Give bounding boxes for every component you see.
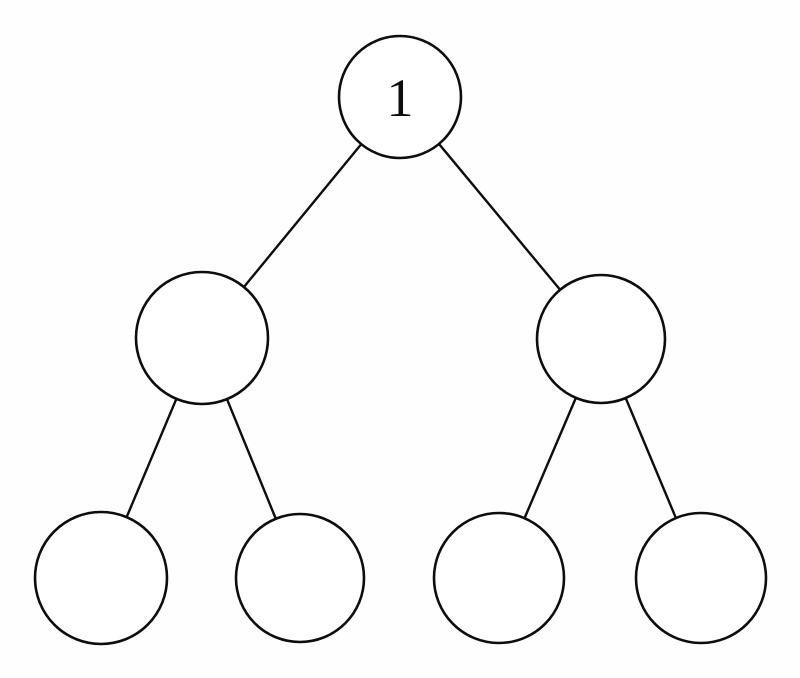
tree-node[interactable] (33, 510, 169, 646)
tree-node[interactable] (535, 273, 667, 405)
tree-edge (242, 143, 363, 288)
tree-node-circle[interactable] (535, 273, 667, 405)
tree-node-label: 1 (387, 68, 414, 128)
tree-node-circle[interactable] (337, 34, 463, 160)
tree-node[interactable] (432, 511, 566, 645)
tree-edge (523, 397, 577, 519)
tree-edge (624, 397, 678, 519)
tree-node[interactable]: 1 (337, 34, 463, 160)
tree-node-circle[interactable] (432, 511, 566, 645)
tree-node-circle[interactable] (134, 270, 270, 406)
tree-node-circle[interactable] (234, 512, 366, 644)
tree-node[interactable] (634, 511, 768, 645)
tree-node[interactable] (134, 270, 270, 406)
tree-node-circle[interactable] (634, 511, 768, 645)
tree-edge (125, 398, 178, 518)
edge-layer (125, 143, 678, 520)
tree-edge (438, 143, 562, 291)
node-layer: 1 (33, 34, 768, 646)
tree-node-circle[interactable] (33, 510, 169, 646)
tree-edge (225, 398, 277, 520)
tree-node[interactable] (234, 512, 366, 644)
